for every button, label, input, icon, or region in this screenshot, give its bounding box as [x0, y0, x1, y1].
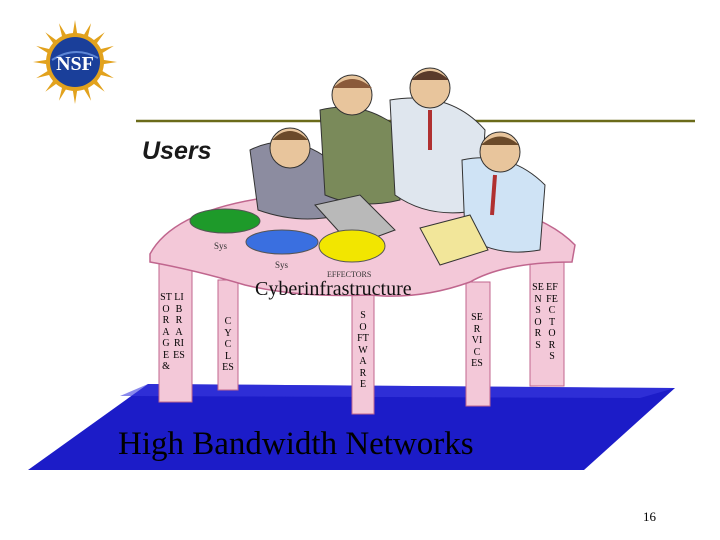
- oval-blue: [245, 229, 319, 255]
- logo-ray: [83, 85, 92, 101]
- users-illustration: [249, 67, 546, 266]
- leg-label-effectors: EFFECTORS: [546, 282, 558, 362]
- logo-ray: [98, 70, 114, 79]
- nsf-logo: NSF: [33, 20, 117, 104]
- person-center-hair: [333, 79, 372, 88]
- logo-ray: [83, 23, 92, 39]
- oval-label-1: Sys: [214, 241, 228, 251]
- logo-ray: [72, 20, 78, 36]
- person-far-right-hair: [481, 136, 519, 145]
- leg-services: [465, 281, 491, 407]
- oval-label-2: Sys: [275, 260, 289, 270]
- person-right-hair: [411, 71, 449, 80]
- logo-ray: [98, 45, 114, 54]
- network-floor-highlight: [120, 384, 675, 398]
- logo-rays: [33, 20, 117, 104]
- logo-ray: [58, 23, 67, 39]
- logo-ray: [36, 45, 52, 54]
- leg-label-services: SERVICES: [471, 312, 483, 369]
- cyberinfrastructure-label: Cyberinfrastructure: [255, 278, 412, 300]
- leg-storage-libraries: [158, 261, 193, 403]
- heading: Users: [142, 137, 212, 165]
- oval-yellow: [318, 229, 386, 263]
- logo-ray: [33, 59, 49, 65]
- logo-ray: [101, 59, 117, 65]
- leg-label-software: SOFTWARE: [357, 310, 369, 390]
- logo-ray: [72, 88, 78, 104]
- logo-text: NSF: [56, 53, 94, 75]
- oval-green: [189, 208, 261, 234]
- logo-ray: [58, 85, 67, 101]
- leg-label-libraries: LIBRARIES: [173, 292, 185, 361]
- leg-label-storage: STORAGE&: [160, 292, 172, 372]
- logo-globe: [50, 37, 100, 87]
- network-label: High Bandwidth Networks: [118, 426, 474, 462]
- logo-ray: [36, 70, 52, 79]
- page-number: 16: [643, 509, 656, 524]
- leg-label-cycles: CYCLES: [222, 316, 234, 373]
- person-center-body: [319, 106, 401, 205]
- person-left-hair: [272, 131, 308, 140]
- table-legs: [158, 261, 565, 415]
- network-floor: [28, 384, 675, 470]
- logo-globe-line: [51, 51, 99, 61]
- papers: [419, 214, 489, 266]
- oval-label-3: EFFECTORS: [327, 270, 372, 279]
- person-far-right-tie: [490, 174, 497, 216]
- leg-label-sensors: SENSORS: [532, 282, 544, 351]
